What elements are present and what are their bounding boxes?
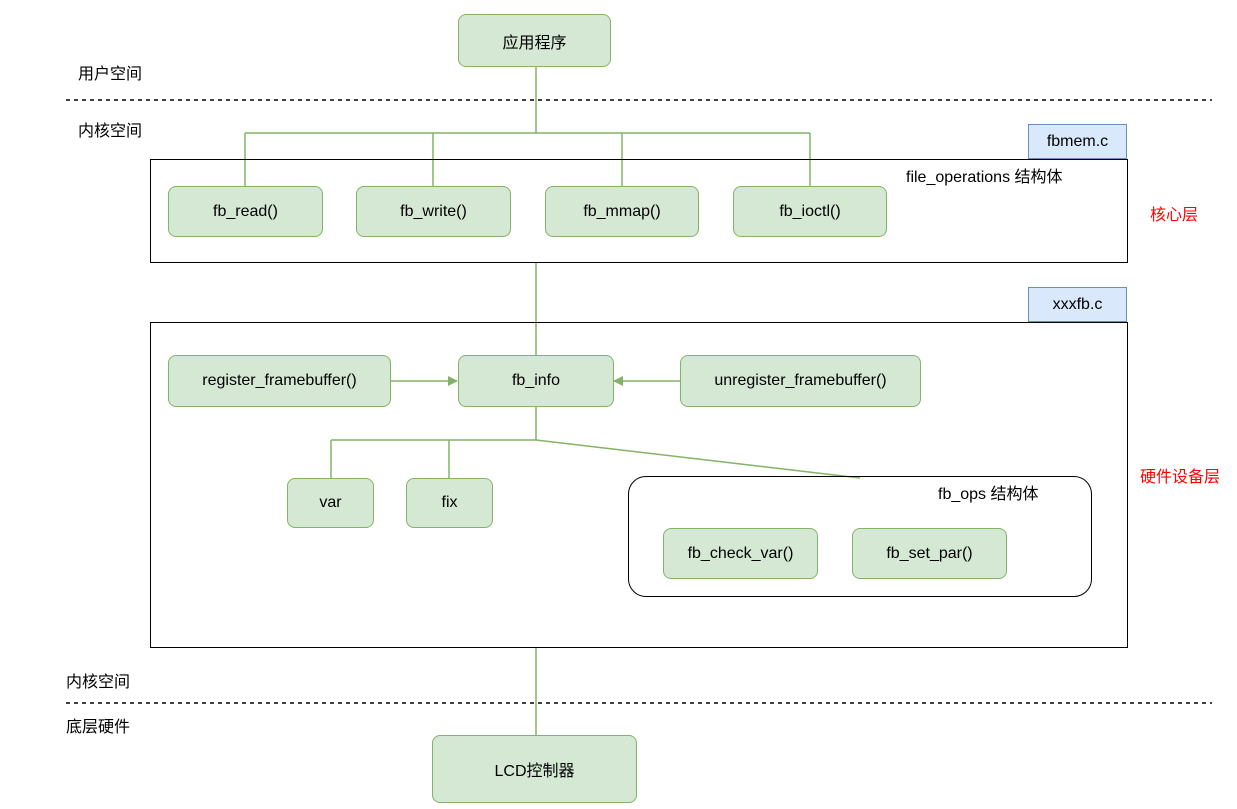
var-node: var (287, 478, 374, 528)
fbmem-file-tag: fbmem.c (1028, 124, 1127, 159)
fb-mmap-node: fb_mmap() (545, 186, 699, 237)
unregister-framebuffer-node: unregister_framebuffer() (680, 355, 921, 407)
file-operations-label: file_operations 结构体 (906, 169, 1063, 186)
zone-label-kernel-space-bottom: 内核空间 (66, 674, 131, 691)
fb-write-node: fb_write() (356, 186, 511, 237)
register-framebuffer-node: register_framebuffer() (168, 355, 391, 407)
core-layer-label: 核心层 (1150, 207, 1199, 224)
zone-label-kernel-space-top: 内核空间 (78, 123, 143, 140)
fb-ops-label: fb_ops 结构体 (938, 486, 1039, 503)
fb-ioctl-node: fb_ioctl() (733, 186, 887, 237)
fb-read-node: fb_read() (168, 186, 323, 237)
fb-info-children-connector (330, 407, 861, 479)
fb-ops-frame (628, 476, 1092, 597)
file-operations-frame (150, 159, 1128, 263)
zone-label-user-space: 用户空间 (78, 66, 143, 83)
fix-node: fix (406, 478, 493, 528)
fb-set-par-node: fb_set_par() (852, 528, 1007, 579)
device-layer-frame (150, 322, 1128, 648)
fb-check-var-node: fb_check_var() (663, 528, 818, 579)
device-layer-label: 硬件设备层 (1140, 469, 1221, 486)
fb-info-node: fb_info (458, 355, 614, 407)
application-node: 应用程序 (458, 14, 611, 67)
lcd-controller-node: LCD控制器 (432, 735, 637, 803)
xxxfb-file-tag: xxxfb.c (1028, 287, 1127, 322)
zone-label-hardware: 底层硬件 (66, 719, 131, 736)
